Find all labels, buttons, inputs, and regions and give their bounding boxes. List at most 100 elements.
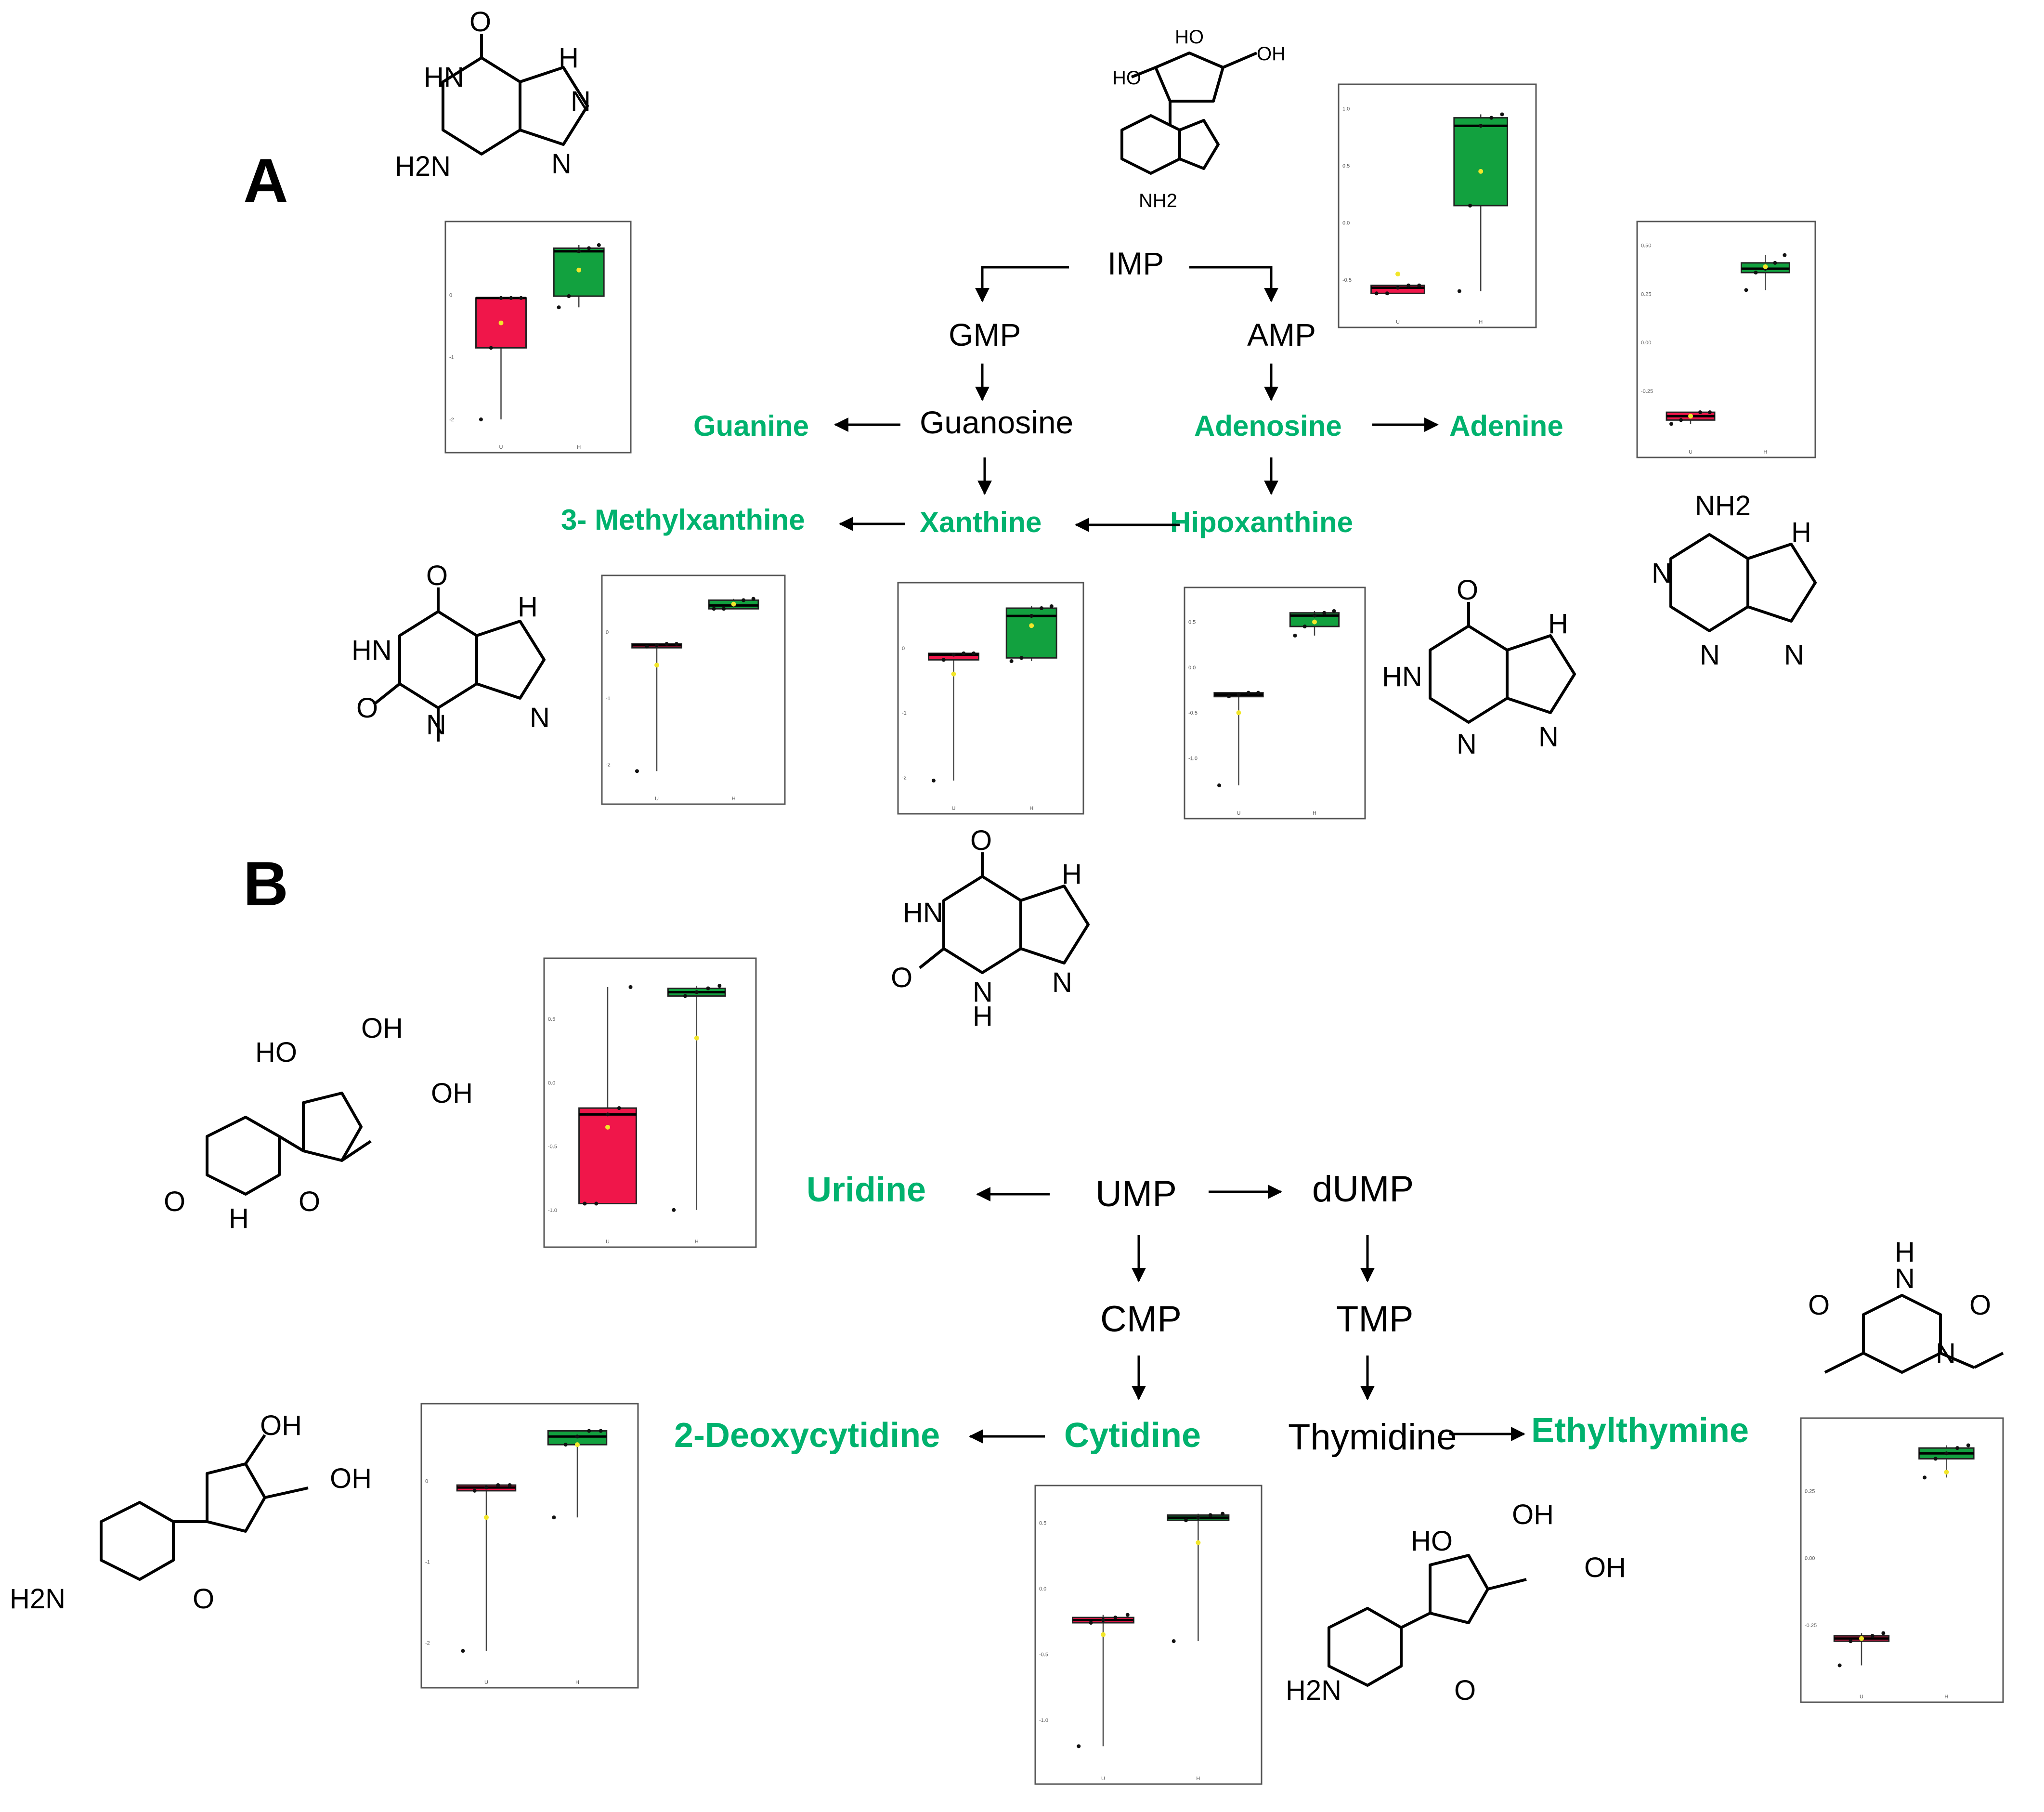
label-cytidine: Cytidine	[1064, 1416, 1201, 1455]
y-tick-label: 0	[449, 292, 452, 298]
y-tick-label: 0.50	[1641, 243, 1651, 249]
sample-point	[599, 1429, 603, 1433]
mean-marker	[1029, 623, 1034, 628]
svg-text:N: N	[1700, 639, 1720, 671]
label-uridine: Uridine	[807, 1171, 926, 1209]
y-tick-label: 0.0	[1188, 665, 1196, 671]
sample-point	[635, 769, 639, 773]
sample-point	[1009, 659, 1014, 663]
sample-point	[1500, 112, 1504, 117]
sample-point	[1049, 604, 1054, 608]
y-tick-label: -1	[449, 355, 454, 361]
mean-marker	[498, 320, 504, 326]
sample-point	[594, 1201, 599, 1206]
sample-point	[655, 643, 659, 647]
y-tick-label: 0.5	[1188, 620, 1196, 626]
y-tick-label: -0.5	[1039, 1652, 1048, 1657]
mean-marker	[731, 601, 736, 607]
x-tick-label: U	[952, 806, 956, 811]
sample-point	[1870, 1634, 1875, 1638]
sample-point	[1039, 606, 1043, 610]
svg-text:O: O	[299, 1186, 320, 1217]
svg-text:OH: OH	[1584, 1552, 1626, 1583]
structure-uridine: HO OH OH O O H	[164, 1013, 473, 1234]
y-tick-label: 0	[606, 629, 609, 635]
y-tick-label: 0	[902, 646, 905, 652]
sample-point	[461, 1649, 465, 1653]
sample-point	[1217, 783, 1221, 788]
sample-point	[597, 243, 601, 247]
structure-deoxycytidine: OH OH H2N O	[10, 1410, 372, 1615]
structure-adenine: NH2 N N N H	[1652, 490, 1817, 671]
y-tick-label: -0.5	[548, 1144, 557, 1150]
sample-point	[672, 1208, 676, 1212]
sample-point	[1955, 1446, 1960, 1450]
y-tick-label: 0.5	[1039, 1521, 1046, 1526]
svg-text:O: O	[193, 1583, 214, 1615]
sample-point	[479, 417, 483, 422]
x-tick-label: U	[1860, 1694, 1863, 1700]
svg-text:O: O	[1969, 1290, 1991, 1321]
mean-marker	[654, 663, 659, 668]
sample-point	[706, 986, 710, 991]
x-tick-label: H	[695, 1239, 699, 1245]
structure-hypoxanthine: O HN N H N	[1382, 574, 1576, 760]
y-tick-label: -2	[425, 1641, 430, 1646]
y-tick-label: 0.0	[548, 1080, 555, 1086]
sample-point	[694, 990, 699, 994]
y-tick-label: -1	[425, 1560, 430, 1565]
sample-point	[1221, 1512, 1225, 1516]
label-ump: UMP	[1095, 1173, 1177, 1214]
sample-point	[931, 779, 936, 783]
label-ethylthymine: Ethylthymine	[1531, 1411, 1749, 1450]
sample-point	[563, 1443, 568, 1447]
svg-text:H: H	[559, 42, 579, 74]
svg-text:OH: OH	[1512, 1499, 1554, 1530]
sample-point	[1385, 291, 1389, 296]
svg-text:OH: OH	[330, 1463, 372, 1494]
svg-text:H: H	[518, 591, 538, 623]
pathway-a: IMP GMP AMP Guanosine Guanine Adenosine …	[561, 246, 1563, 538]
sample-point	[1744, 288, 1748, 292]
y-tick-label: -0.25	[1805, 1623, 1817, 1629]
sample-point	[742, 598, 746, 602]
mean-marker	[1859, 1636, 1864, 1641]
mean-marker	[1688, 414, 1693, 419]
mean-marker	[576, 267, 582, 273]
plot-frame	[601, 574, 786, 805]
sample-point	[645, 644, 649, 649]
mean-marker	[1312, 619, 1317, 625]
sample-point	[717, 984, 722, 988]
y-tick-label: -1.0	[1188, 756, 1198, 761]
sample-point	[509, 296, 513, 300]
sample-point	[1101, 1618, 1105, 1622]
sample-point	[1933, 1457, 1938, 1461]
svg-text:OH: OH	[1257, 43, 1286, 65]
plot-frame	[1636, 221, 1816, 458]
structure-methylxanthine: O O HN N H N	[352, 560, 550, 742]
sample-point	[1172, 1639, 1176, 1643]
sample-point	[1773, 261, 1777, 265]
x-tick-label: U	[484, 1680, 488, 1685]
y-tick-label: -0.5	[1342, 277, 1352, 283]
x-tick-label: U	[1396, 319, 1400, 325]
sample-point	[472, 1488, 477, 1493]
y-tick-label: -2	[449, 417, 454, 423]
sample-point	[951, 652, 956, 657]
x-tick-label: U	[1689, 449, 1692, 455]
svg-text:H: H	[973, 1001, 993, 1032]
sample-point	[1468, 203, 1472, 208]
sample-point	[1783, 253, 1787, 257]
sample-point	[1396, 286, 1400, 290]
sample-point	[1944, 1451, 1949, 1456]
label-thymidine: Thymidine	[1288, 1417, 1457, 1458]
sample-point	[1029, 614, 1034, 618]
svg-text:HO: HO	[1112, 67, 1141, 89]
sample-point	[1302, 625, 1307, 629]
sample-point	[1322, 611, 1327, 615]
sample-point	[1246, 691, 1250, 695]
